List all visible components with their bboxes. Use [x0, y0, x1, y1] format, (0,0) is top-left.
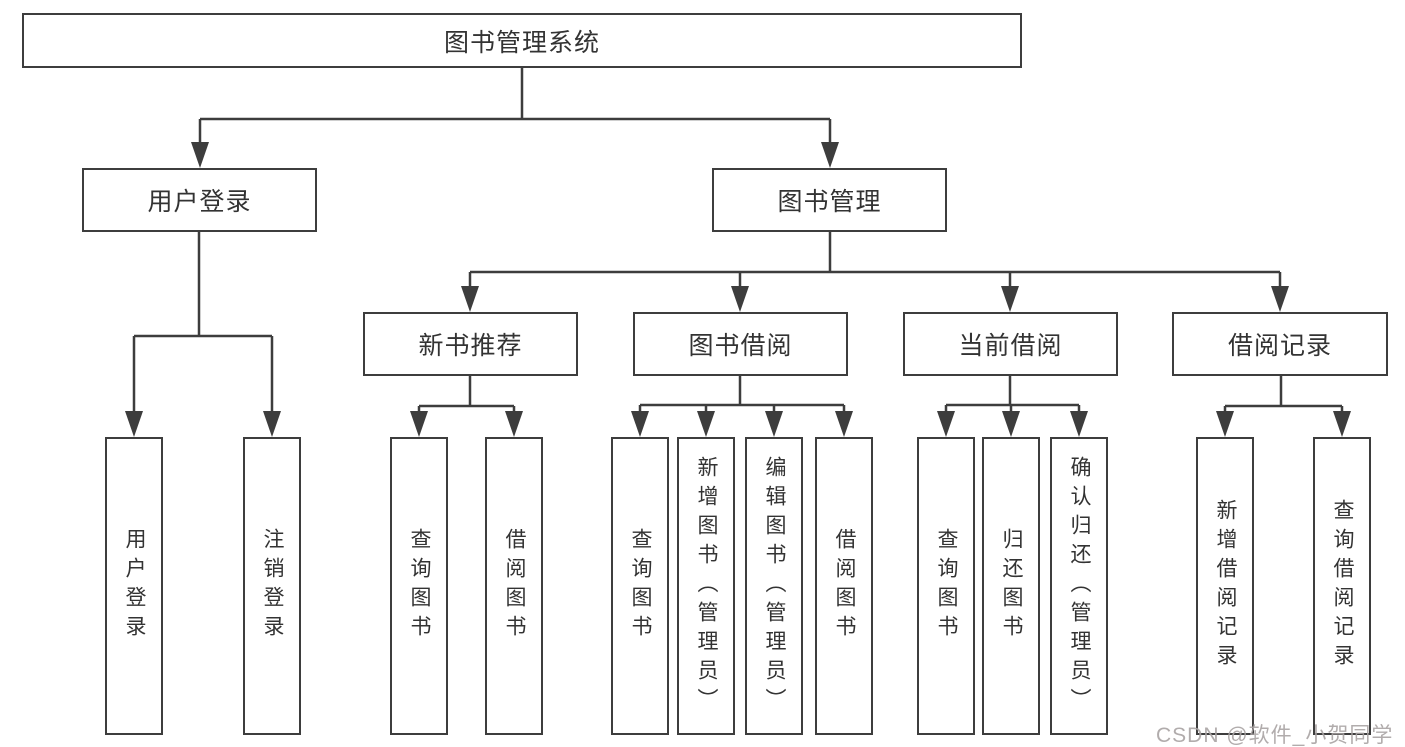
- leaf-label: 归还图书: [1000, 528, 1023, 644]
- node-label: 当前借阅: [958, 332, 1063, 360]
- node-borrow-records: 借阅记录: [1172, 312, 1388, 376]
- leaf-logout: 注销登录: [243, 437, 301, 735]
- node-label: 图书管理: [777, 188, 882, 216]
- node-label: 图书借阅: [688, 332, 793, 360]
- node-library-management-system: 图书管理系统: [22, 13, 1022, 68]
- leaf-return-book: 归还图书: [982, 437, 1040, 735]
- leaf-query-borrow-record: 查询借阅记录: [1313, 437, 1371, 735]
- node-user-login: 用户登录: [82, 168, 317, 232]
- leaf-label: 新增借阅记录: [1214, 499, 1237, 673]
- csdn-watermark: CSDN @软件_小贺同学: [1156, 724, 1394, 747]
- leaf-label: 查询图书: [408, 528, 431, 644]
- leaf-label: 新增图书（管理员）: [695, 455, 718, 717]
- node-label: 用户登录: [147, 188, 252, 216]
- node-new-book-recommend: 新书推荐: [363, 312, 578, 376]
- leaf-query-book-current: 查询图书: [917, 437, 975, 735]
- leaf-edit-book-admin: 编辑图书（管理员）: [745, 437, 803, 735]
- arrowheads: [125, 142, 1351, 437]
- leaf-add-borrow-record: 新增借阅记录: [1196, 437, 1254, 735]
- leaf-label: 编辑图书（管理员）: [763, 455, 786, 717]
- node-label: 新书推荐: [418, 332, 523, 360]
- leaf-query-book-recommend: 查询图书: [390, 437, 448, 735]
- leaf-label: 借阅图书: [833, 528, 856, 644]
- leaf-borrow-book-recommend: 借阅图书: [485, 437, 543, 735]
- node-label: 借阅记录: [1227, 332, 1332, 360]
- leaf-query-book-borrow: 查询图书: [611, 437, 669, 735]
- leaf-label: 注销登录: [261, 528, 284, 644]
- leaf-add-book-admin: 新增图书（管理员）: [677, 437, 735, 735]
- node-book-management: 图书管理: [712, 168, 947, 232]
- leaf-label: 借阅图书: [503, 528, 526, 644]
- leaf-label: 查询图书: [935, 528, 958, 644]
- leaf-label: 确认归还（管理员）: [1068, 455, 1091, 717]
- node-current-borrow: 当前借阅: [903, 312, 1118, 376]
- leaf-label: 用户登录: [123, 528, 146, 644]
- node-book-borrow: 图书借阅: [633, 312, 848, 376]
- node-label: 图书管理系统: [443, 28, 600, 57]
- leaf-label: 查询图书: [629, 528, 652, 644]
- leaf-user-login: 用户登录: [105, 437, 163, 735]
- leaf-confirm-return-admin: 确认归还（管理员）: [1050, 437, 1108, 735]
- leaf-label: 查询借阅记录: [1331, 499, 1354, 673]
- leaf-borrow-book: 借阅图书: [815, 437, 873, 735]
